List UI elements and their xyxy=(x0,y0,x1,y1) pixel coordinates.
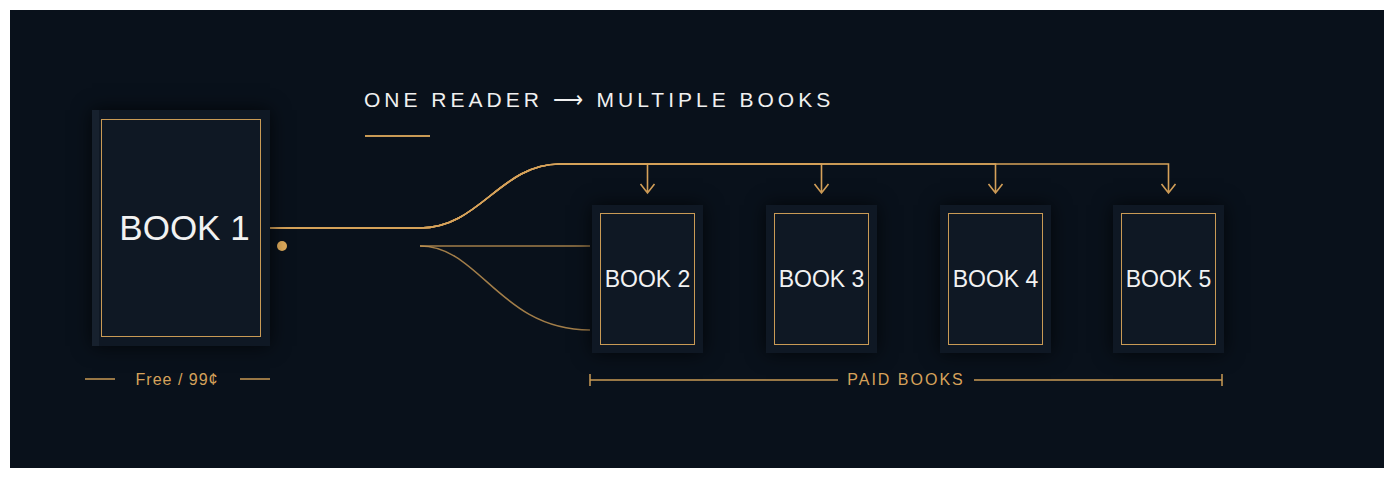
caption-label: PAID BOOKS xyxy=(847,371,965,389)
book-cover: BOOK 4 xyxy=(940,205,1051,353)
title-underline xyxy=(365,135,430,137)
book-title: BOOK 1 xyxy=(119,208,249,248)
dash xyxy=(85,378,115,380)
branch-line xyxy=(420,246,590,330)
branch-line xyxy=(420,245,590,247)
book-cover: BOOK 3 xyxy=(766,205,877,353)
book-title: BOOK 4 xyxy=(953,266,1039,293)
flow-arrow xyxy=(270,164,829,228)
book-cover: BOOK 1 xyxy=(92,110,270,346)
book-title: BOOK 5 xyxy=(1126,266,1212,293)
dash xyxy=(240,378,270,380)
caption-label: Free / 99¢ xyxy=(136,371,219,389)
book-cover: BOOK 5 xyxy=(1113,205,1224,353)
start-dot xyxy=(277,241,287,251)
book-title: BOOK 3 xyxy=(779,266,865,293)
title: ONE READER ⟶ MULTIPLE BOOKS xyxy=(364,88,834,112)
book-cover: BOOK 2 xyxy=(592,205,703,353)
book-title: BOOK 2 xyxy=(605,266,691,293)
